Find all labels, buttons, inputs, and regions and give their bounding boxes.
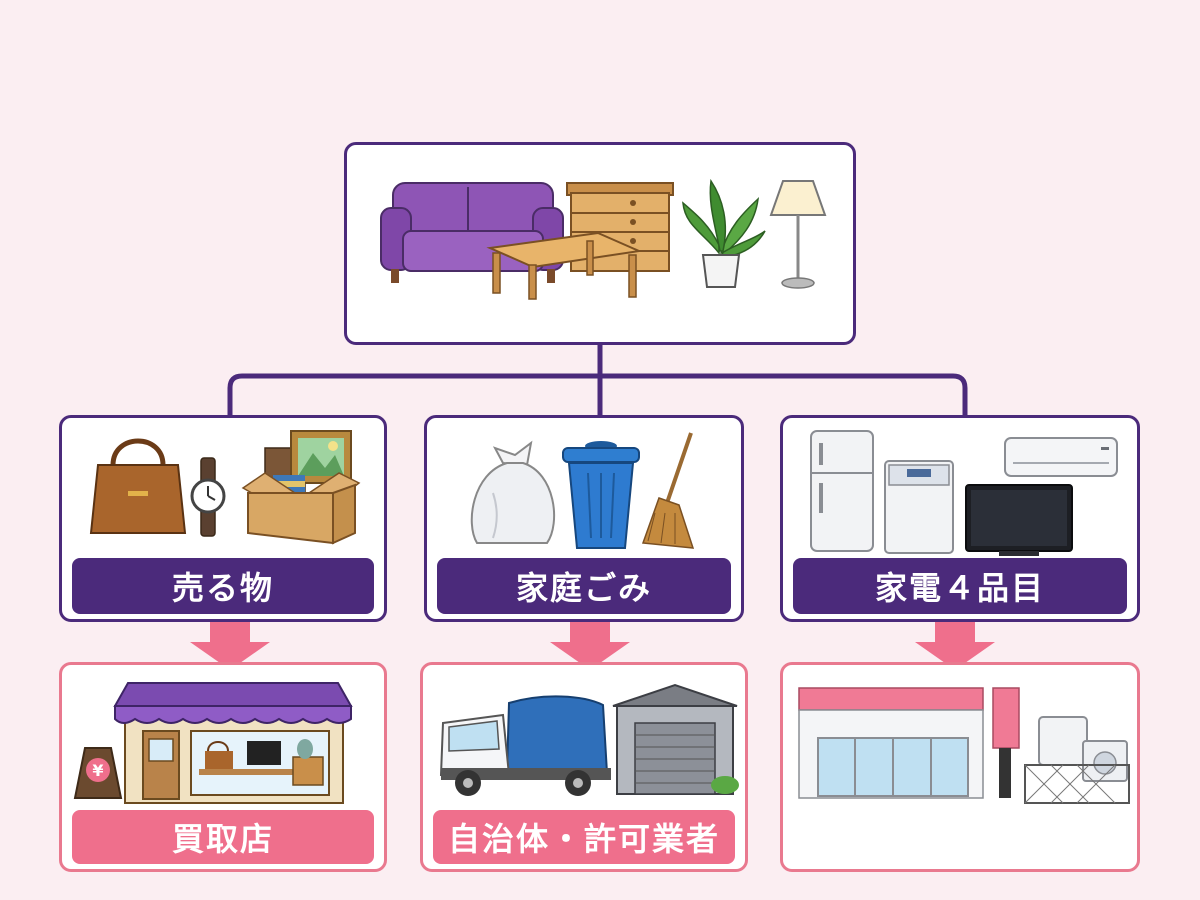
washing-machine-icon (884, 460, 954, 554)
cardboard-box-icon (241, 430, 361, 545)
chest-of-drawers-icon (566, 182, 674, 272)
trash-can-icon (562, 441, 640, 549)
category-label: 売る物 (72, 558, 374, 614)
handbag-icon (89, 438, 187, 534)
appliances-illustration (810, 430, 1118, 556)
coffee-table-icon (486, 231, 643, 300)
category-label: 家庭ごみ (437, 558, 731, 614)
destination-label: 自治体・許可業者 (433, 810, 735, 864)
recycling-cage-icon (1024, 716, 1130, 804)
potted-plant-icon (682, 178, 766, 288)
refrigerator-icon (810, 430, 874, 552)
sell-items-illustration (89, 430, 361, 545)
shop-building-icon (113, 682, 353, 804)
household-waste-illustration (470, 432, 695, 549)
retail-store-illustration (798, 687, 1130, 804)
destination-box-buyback-shop: ¥ 買取店 (59, 662, 387, 872)
destination-box-municipality: 自治体・許可業者 (420, 662, 748, 872)
store-building-icon (798, 687, 984, 799)
destination-box-retail-store (780, 662, 1140, 872)
yen-sign: ¥ (92, 761, 103, 780)
garbage-bag-icon (470, 440, 556, 544)
household-items-box (344, 142, 856, 345)
air-conditioner-icon (1004, 437, 1118, 477)
arrow-down-icon (550, 622, 630, 670)
household-items-illustration (380, 178, 827, 300)
arrow-down-icon (190, 622, 270, 670)
broom-icon (641, 432, 695, 549)
municipality-illustration (439, 683, 739, 796)
television-icon (965, 484, 1073, 556)
destination-label: 買取店 (72, 810, 374, 864)
garage-icon (612, 683, 739, 795)
price-sign-icon: ¥ (73, 747, 123, 799)
garbage-truck-icon (439, 695, 611, 796)
buyback-shop-illustration: ¥ (73, 682, 353, 804)
category-label: 家電４品目 (793, 558, 1127, 614)
category-box-appliances: 家電４品目 (780, 415, 1140, 622)
store-sign-pole-icon (992, 687, 1020, 798)
arrow-down-icon (915, 622, 995, 670)
floor-lamp-icon (769, 180, 827, 289)
category-box-household-waste: 家庭ごみ (424, 415, 744, 622)
wristwatch-icon (190, 457, 226, 537)
category-box-sell: 売る物 (59, 415, 387, 622)
branch-line (227, 373, 968, 418)
